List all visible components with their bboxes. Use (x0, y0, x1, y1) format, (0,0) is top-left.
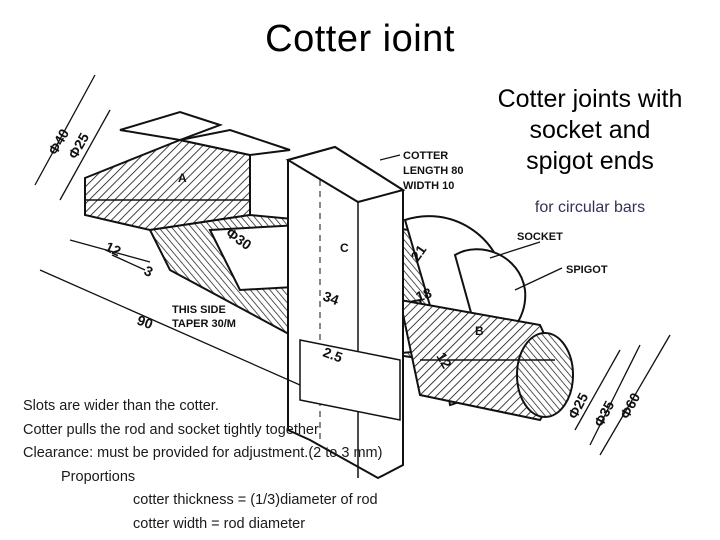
dim-12-spigot: 12 (433, 350, 455, 372)
part-a-label: A (178, 171, 187, 185)
note-line-4: Proportions (61, 468, 136, 485)
rod-a (84, 110, 291, 232)
cotter-label-line-1: COTTER (403, 150, 448, 162)
part-c-label: C (340, 241, 349, 255)
dim-3: 3 (142, 262, 156, 280)
page-title: Cotter ioint (265, 18, 455, 60)
note-line-6: cotter width = rod diameter (133, 515, 306, 532)
subtitle: Cotter joints with socket and spigot end… (470, 84, 710, 177)
dimension-lines (34, 74, 671, 456)
subnote: for circular bars (534, 199, 646, 216)
subtitle-line-1: Cotter joints with (497, 85, 683, 113)
dim-34: 34 (321, 288, 341, 308)
cotter-label-line-3: WIDTH 10 (403, 180, 454, 192)
socket-label: SOCKET (517, 231, 563, 243)
cotter-label-line-2: LENGTH 80 (403, 165, 464, 177)
note-line-3: Clearance: must be provided for adjustme… (23, 445, 383, 462)
dim-diameter-60: Φ60 (617, 390, 644, 422)
dim-2-5: 2.5 (321, 344, 345, 366)
spigot-label: SPIGOT (566, 264, 608, 276)
dim-diameter-35: Φ35 (591, 398, 618, 430)
spigot-rod-b (398, 298, 574, 422)
dim-18: 18 (414, 284, 434, 304)
note-line-1: Slots are wider than the cotter. (23, 398, 219, 414)
subtitle-line-2: socket and (529, 116, 651, 144)
dim-90: 90 (135, 312, 155, 332)
part-b-label: B (475, 324, 484, 338)
cotter (285, 145, 406, 480)
note-line-2: Cotter pulls the rod and socket tightly … (23, 421, 319, 438)
taper-label-line-2: TAPER 30/M (172, 318, 236, 330)
subtitle-line-3: spigot ends (526, 147, 654, 175)
dim-12: 12 (103, 238, 124, 259)
note-line-5: cotter thickness = (1/3)diameter of rod (133, 492, 378, 509)
notes: Slots are wider than the cotter. Cotter … (23, 395, 382, 537)
taper-label-line-1: THIS SIDE (172, 304, 226, 316)
